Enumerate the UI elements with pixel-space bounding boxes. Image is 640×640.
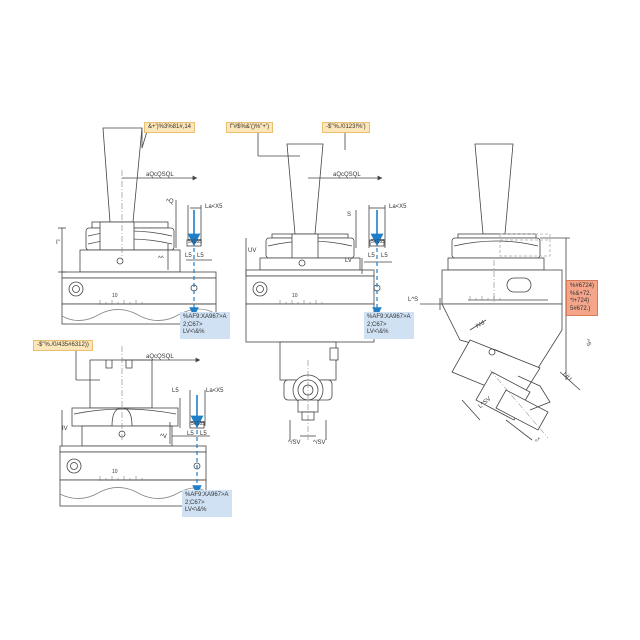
view2-dim-lax: La<X5	[389, 204, 407, 210]
view4-dim-l5a: L5	[187, 431, 194, 437]
view1-info-line-1: %AF9:XA967>A	[183, 314, 227, 320]
view2-dim-top: aQcQSQL	[333, 172, 361, 178]
view1-dim-l5a: L5	[185, 253, 192, 259]
view1-dim-lax: La<X5	[205, 204, 223, 210]
view1-info-line-3: LV<\&%	[183, 329, 205, 335]
view-top-right	[420, 143, 581, 441]
view1-dim-sub: ^^	[158, 256, 164, 262]
view4-dim-v: ^V	[160, 434, 167, 440]
view1-scale-box: 5#185	[188, 239, 202, 245]
view2-scale-marks: 10	[292, 293, 298, 299]
view4-info-line-3: LV<\&%	[185, 507, 207, 513]
view2-title-callout-b: -$"%./0123!%')	[322, 122, 370, 134]
view2-dim-lv: LV	[345, 258, 352, 264]
view3-info-line-3: *l+724)	[570, 298, 590, 304]
view4-scale-marks: 10	[112, 469, 118, 475]
view1-dim-l5b: L5	[197, 253, 204, 259]
view2-info-callout: %AF9:XA967>A 2;C67> LV<\&%	[364, 312, 414, 339]
view2-info-line-3: LV<\&%	[367, 329, 389, 335]
view4-title-callout: -$"%./0/435#6312))	[33, 340, 93, 352]
view-top-center	[245, 128, 392, 440]
view1-info-line-2: 2;C67>	[183, 321, 203, 328]
view1-dim-vert: I"	[56, 240, 60, 246]
view4-info-line-2: 2;C67>	[185, 499, 205, 506]
view3-info-line-1: %#6724)	[570, 283, 595, 289]
view4-dim-top: aQcQSQL	[146, 354, 174, 360]
view4-dim-l5: L5	[172, 388, 179, 394]
view4-info-callout: %AF9:XA967>A 2;C67> LV<\&%	[182, 490, 232, 517]
view1-scale-marks: 10	[112, 293, 118, 299]
view4-dim-l5b: L5	[200, 431, 207, 437]
view1-dim-q: ^Q	[166, 199, 174, 205]
view3-info-line-4: 5#672.)	[570, 305, 591, 312]
view3-info-line-2: %&+72,	[570, 290, 592, 297]
view2-scale-box: 5#185	[371, 239, 385, 245]
view1-title-callout: &+')%3%81#,14	[144, 122, 196, 134]
view-bottom-left	[59, 346, 210, 507]
view2-dim-bottom-a: ^/SV	[288, 440, 301, 446]
view2-dim-l5a: L5	[368, 253, 375, 259]
view4-dim-lax: La<X5	[206, 388, 224, 394]
view2-dim-bottom-b: ^/SV	[313, 440, 326, 446]
view4-scale-box: 5#185	[191, 421, 205, 427]
view2-dim-uv: UV	[248, 248, 257, 254]
view2-title-callout-a: f"#$%&'()%"+')	[226, 122, 274, 134]
view2-dim-s: S	[347, 212, 352, 218]
view1-info-callout: %AF9:XA967>A 2;C67> LV<\&%	[180, 312, 230, 339]
view4-dim-iv: IV	[62, 426, 68, 432]
view2-info-line-2: 2;C67>	[367, 321, 387, 328]
view-top-left	[58, 127, 217, 325]
view1-dim-top: aQcQSQL	[146, 172, 174, 178]
view3-dim-ls: L^S	[408, 297, 419, 303]
view2-info-line-1: %AF9:XA967>A	[367, 314, 411, 320]
view3-info-callout: %#6724) %&+72, *l+724) 5#672.)	[566, 280, 599, 316]
view2-dim-l5b: L5	[381, 253, 388, 259]
view4-info-line-1: %AF9:XA967>A	[185, 492, 229, 498]
